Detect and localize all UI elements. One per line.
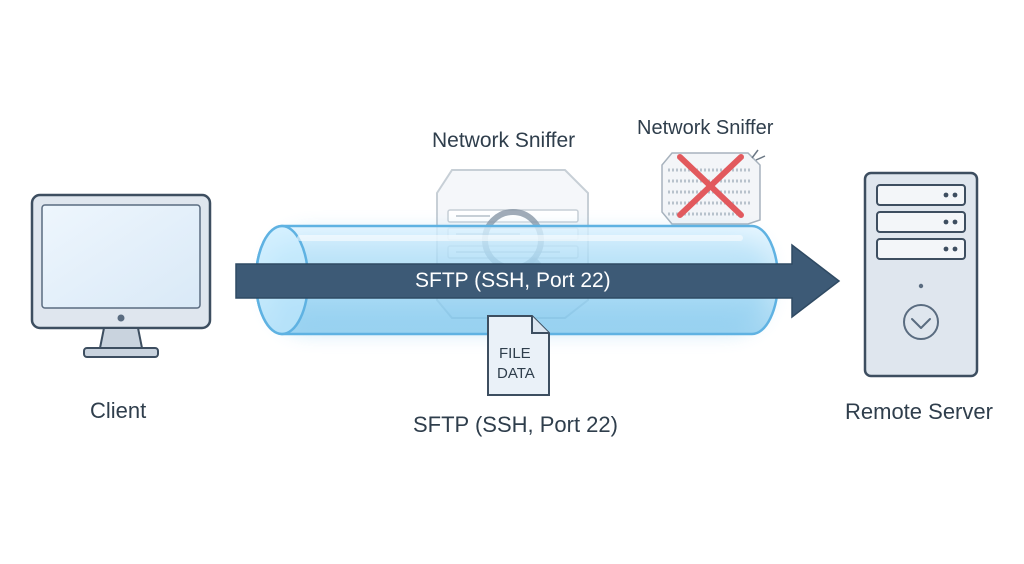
sniffer-label-blocked: Network Sniffer: [637, 117, 774, 139]
arrow-protocol-label: SFTP (SSH, Port 22): [415, 269, 611, 292]
client-label: Client: [90, 398, 147, 423]
server-tower-icon: [863, 171, 979, 378]
file-label-line1: FILE: [499, 345, 531, 362]
document-icon: [487, 315, 550, 396]
red-x-icon: [677, 154, 744, 218]
protocol-caption: SFTP (SSH, Port 22): [413, 412, 618, 437]
data-flow-arrow: [235, 243, 841, 319]
client-monitor-icon: [30, 193, 212, 358]
sniffer-label-intercepting: Network Sniffer: [432, 129, 576, 152]
remote-server-label: Remote Server: [845, 399, 993, 424]
file-label-line2: DATA: [497, 365, 535, 382]
